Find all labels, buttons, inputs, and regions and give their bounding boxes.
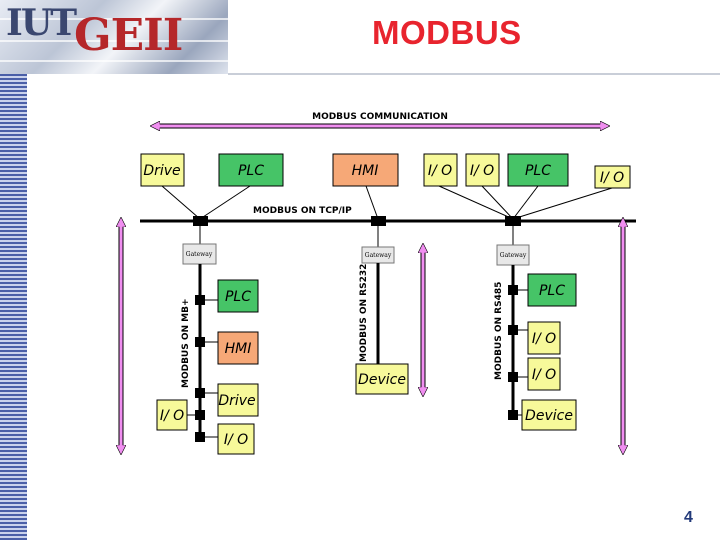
svg-text:PLC: PLC xyxy=(525,163,551,179)
rs485-io-1: I/ O xyxy=(527,321,561,355)
gateway-rs485: Gateway xyxy=(496,244,530,266)
title-divider xyxy=(228,73,720,75)
svg-text:PLC: PLC xyxy=(539,283,565,299)
page-title: MODBUS xyxy=(372,14,522,51)
svg-text:Drive: Drive xyxy=(218,393,255,409)
page-number: 4 xyxy=(684,509,693,526)
gateway-rs232: Gateway xyxy=(361,246,395,264)
rs232-label: MODBUS ON RS232 xyxy=(359,264,369,362)
mbplus-io-bottom: I/ O xyxy=(217,423,255,455)
mbplus-stubs xyxy=(187,299,218,438)
rs485-device: Device xyxy=(521,399,577,431)
svg-text:Device: Device xyxy=(525,408,573,424)
mbplus-connectors xyxy=(195,295,205,442)
tcp-ip-label: MODBUS ON TCP/IP xyxy=(253,206,352,216)
rs485-stubs xyxy=(518,289,528,416)
top-io-1: I/ O xyxy=(423,153,458,187)
top-connection-lines xyxy=(161,185,613,220)
svg-text:I/ O: I/ O xyxy=(470,163,494,179)
svg-text:HMI: HMI xyxy=(225,341,252,357)
top-io-2: I/ O xyxy=(465,153,500,187)
svg-text:PLC: PLC xyxy=(238,163,264,179)
svg-text:I/ O: I/ O xyxy=(532,331,556,347)
mbplus-io-left: I/ O xyxy=(156,399,188,431)
top-drive: Drive xyxy=(140,153,185,187)
bus-connector-1 xyxy=(193,216,208,226)
svg-text:I/ O: I/ O xyxy=(224,432,248,448)
rs232-device: Device xyxy=(355,363,409,395)
top-io-3: I/ O xyxy=(594,165,631,189)
svg-text:Device: Device xyxy=(358,372,406,388)
rs485-label: MODBUS ON RS485 xyxy=(494,282,504,380)
bus-connector-2 xyxy=(371,216,386,226)
svg-text:Drive: Drive xyxy=(143,163,180,179)
svg-text:HMI: HMI xyxy=(352,163,379,179)
top-plc-1: PLC xyxy=(218,153,284,187)
svg-text:Gateway: Gateway xyxy=(500,252,527,259)
rs485-io-2: I/ O xyxy=(527,357,561,391)
svg-text:Gateway: Gateway xyxy=(186,251,213,258)
top-hmi: HMI xyxy=(332,153,399,187)
gateway-risers xyxy=(199,226,514,247)
mbplus-label: MODBUS ON MB+ xyxy=(181,298,191,388)
communication-label: MODBUS COMMUNICATION xyxy=(312,112,448,122)
rs485-connectors xyxy=(508,285,518,420)
logo-iut-text: IUT xyxy=(6,2,77,44)
logo-geii-text: GEII xyxy=(74,10,183,61)
bus-connector-3 xyxy=(505,216,521,226)
top-plc-2: PLC xyxy=(507,153,569,187)
svg-text:I/ O: I/ O xyxy=(532,367,556,383)
mbplus-plc: PLC xyxy=(217,279,259,313)
mbplus-drive: Drive xyxy=(217,383,259,417)
rs485-plc: PLC xyxy=(527,273,577,307)
mbplus-hmi: HMI xyxy=(217,331,259,365)
svg-text:PLC: PLC xyxy=(225,289,251,305)
svg-text:I/ O: I/ O xyxy=(428,163,452,179)
svg-text:I/ O: I/ O xyxy=(600,170,624,186)
svg-text:I/ O: I/ O xyxy=(160,408,184,424)
gateway-mbplus: Gateway xyxy=(182,243,217,265)
side-decoration-bar xyxy=(0,74,27,540)
svg-text:Gateway: Gateway xyxy=(365,252,392,259)
iut-geii-logo: IUT GEII xyxy=(0,0,228,74)
